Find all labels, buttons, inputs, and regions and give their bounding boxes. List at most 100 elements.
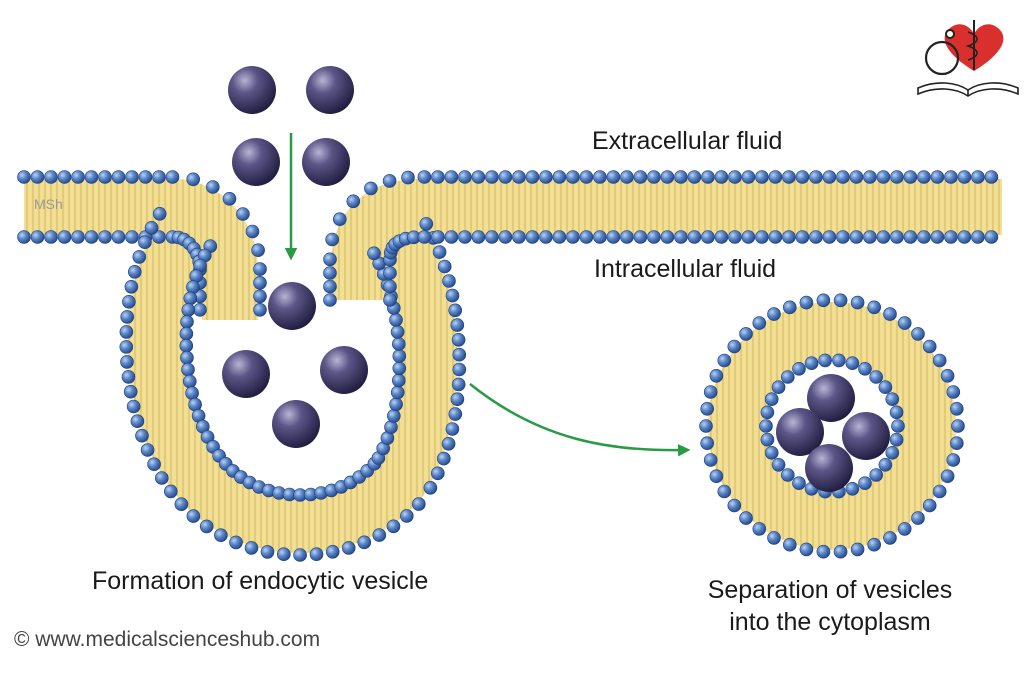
- phospholipid-head: [125, 170, 139, 184]
- transported-particle: [306, 66, 354, 114]
- phospholipid-head: [932, 484, 947, 499]
- phospholipid-head: [795, 170, 810, 184]
- phospholipid-head: [971, 230, 985, 244]
- phospholipid-head: [771, 457, 786, 472]
- phospholipid-head: [858, 361, 872, 376]
- phospholipid-head: [849, 230, 864, 244]
- phospholipid-head: [399, 509, 414, 523]
- transported-particle: [272, 400, 320, 448]
- phospholipid-head: [199, 519, 214, 534]
- phospholipid-head: [431, 170, 445, 184]
- phospholipid-head: [782, 170, 796, 184]
- phospholipid-head: [836, 230, 850, 244]
- phospholipid-head: [392, 349, 407, 363]
- phospholipid-head: [325, 232, 340, 247]
- phospholipid-head: [485, 230, 499, 244]
- phospholipid-head: [411, 497, 426, 511]
- phospholipid-head: [390, 385, 405, 400]
- phospholipid-head: [512, 170, 526, 184]
- phospholipid-head: [647, 170, 661, 184]
- intracellular-fluid-label: Intracellular fluid: [594, 255, 777, 283]
- phospholipid-head: [539, 230, 553, 244]
- phospholipid-head: [889, 432, 904, 447]
- phospholipid-head: [768, 230, 783, 244]
- phospholipid-head: [193, 302, 207, 317]
- phospholipid-head: [755, 170, 769, 184]
- phospholipid-head: [236, 207, 250, 221]
- phospholipid-head: [891, 419, 905, 433]
- phospholipid-head: [795, 230, 810, 244]
- phospholipid-head: [701, 230, 715, 244]
- phospholipid-head: [384, 420, 398, 435]
- phospholipid-head: [930, 230, 945, 244]
- transported-particle: [268, 282, 316, 330]
- phospholipid-head: [471, 170, 486, 184]
- phospholipid-head: [444, 230, 459, 244]
- phospholipid-head: [152, 207, 167, 221]
- phospholipid-head: [458, 230, 472, 244]
- phospholipid-head: [84, 170, 99, 184]
- phospholipid-heads: [17, 170, 999, 562]
- phospholipid-head: [957, 170, 972, 184]
- phospholipid-head: [566, 170, 580, 184]
- phospholipid-head: [147, 457, 161, 472]
- phospholipid-head: [391, 373, 406, 388]
- phospholipid-head: [674, 230, 688, 244]
- vesicle-separation-label-line2: into the cytoplasm: [729, 608, 931, 636]
- phospholipid-head: [728, 170, 742, 184]
- phospholipid-head: [739, 511, 753, 525]
- cell-membrane: [17, 170, 1002, 562]
- phospholipid-head: [165, 170, 180, 184]
- phospholipid-head: [111, 230, 126, 244]
- endocytic-vesicle-formation-label: Formation of endocytic vesicle: [92, 567, 429, 595]
- phospholipid-head: [222, 192, 237, 206]
- phospholipid-head: [780, 370, 795, 384]
- phospholipid-head: [431, 230, 445, 244]
- phospholipid-head: [741, 230, 756, 244]
- phospholipid-head: [816, 544, 831, 559]
- phospholipid-head: [539, 170, 553, 184]
- phospholipid-head: [741, 170, 756, 184]
- phospholipid-head: [940, 368, 955, 383]
- phospholipid-head: [253, 289, 267, 304]
- phospholipid-head: [709, 469, 724, 484]
- phospholipid-head: [180, 314, 194, 329]
- phospholipid-head: [309, 547, 324, 562]
- phospholipid-head: [364, 181, 378, 196]
- phospholipid-head: [121, 370, 136, 384]
- phospholipid-head: [323, 293, 337, 307]
- phospholipid-head: [633, 170, 648, 184]
- phospholipid-head: [633, 230, 648, 244]
- phospholipid-head: [700, 401, 715, 416]
- phospholipid-head: [525, 170, 540, 184]
- phospholipid-head: [253, 262, 267, 276]
- phospholipid-head: [739, 327, 753, 341]
- phospholipid-head: [911, 511, 925, 525]
- phospholipid-head: [687, 170, 702, 184]
- phospholipid-head: [183, 374, 197, 389]
- phospholipid-head: [323, 266, 337, 280]
- phospholipid-head: [566, 230, 580, 244]
- phospholipid-head: [445, 422, 460, 436]
- phospholipid-head: [179, 338, 194, 353]
- phospholipid-head: [181, 303, 196, 317]
- phospholipid-head: [120, 355, 134, 369]
- phospholipid-head: [780, 468, 795, 482]
- phospholipid-head: [782, 300, 797, 315]
- phospholipid-head: [850, 295, 865, 310]
- phospholipid-head: [17, 230, 31, 244]
- phospholipid-head: [889, 405, 904, 420]
- phospholipid-head: [759, 419, 773, 433]
- phospholipid-head: [452, 362, 467, 377]
- phospholipid-head: [903, 170, 918, 184]
- phospholipid-head: [897, 522, 912, 536]
- phospholipid-head: [714, 170, 729, 184]
- phospholipid-head: [57, 230, 72, 244]
- phospholipid-head: [647, 230, 661, 244]
- phospholipid-head: [372, 528, 387, 542]
- phospholipid-head: [392, 361, 407, 376]
- phospholipid-head: [389, 313, 403, 327]
- phospholipid-head: [869, 468, 884, 482]
- phospholipid-head: [949, 401, 964, 416]
- phospholipid-head: [767, 531, 781, 545]
